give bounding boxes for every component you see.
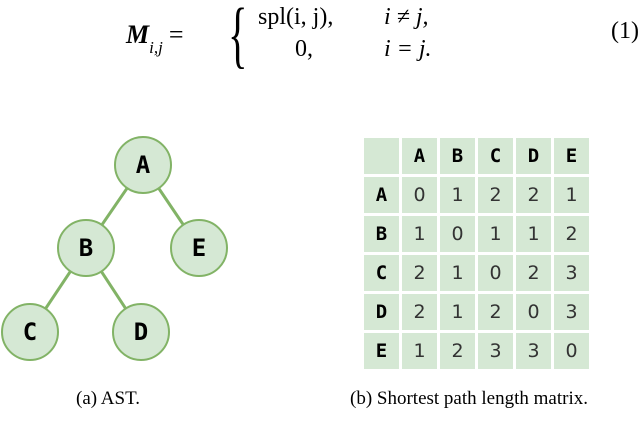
tree-node-circle [1, 303, 59, 361]
caption-a: (a) AST. [76, 388, 141, 409]
tree-node-label: A [136, 151, 151, 179]
equation: Mi,j = { spl(i, j), i ≠ j, 0, i = j. (1) [0, 0, 640, 80]
matrix-row-header: E [364, 333, 399, 369]
matrix-cell: 1 [440, 177, 475, 213]
tree-node-label: D [134, 318, 148, 346]
matrix-col-header: B [440, 138, 475, 174]
matrix-row-header: A [364, 177, 399, 213]
equation-lhs-subscript: i,j [149, 38, 163, 58]
matrix-cell: 0 [440, 216, 475, 252]
matrix-cell: 1 [440, 294, 475, 330]
tree-node-e: E [170, 219, 228, 277]
matrix-col-header: E [554, 138, 589, 174]
matrix-cell: 0 [516, 294, 551, 330]
tree-node-b: B [57, 219, 115, 277]
tree-node-circle [112, 303, 170, 361]
tree-node-circle [114, 136, 172, 194]
tree-node-c: C [1, 303, 59, 361]
matrix-row-header: B [364, 216, 399, 252]
equation-number: (1) [611, 18, 639, 44]
tree-node-d: D [112, 303, 170, 361]
matrix-cell: 0 [402, 177, 437, 213]
matrix-cell: 2 [440, 333, 475, 369]
caption-b: (b) Shortest path length matrix. [350, 388, 588, 409]
tree-node-label: C [23, 318, 37, 346]
equation-case-2-value: 0, [295, 36, 313, 62]
matrix-cell: 1 [402, 333, 437, 369]
matrix-col-header: A [402, 138, 437, 174]
tree-node-circle [170, 219, 228, 277]
matrix-col-header: D [516, 138, 551, 174]
equation-lhs: Mi,j = [126, 20, 184, 58]
ast-tree-figure: A B E C D [0, 128, 260, 378]
matrix-cell: 2 [554, 216, 589, 252]
matrix-cell: 1 [516, 216, 551, 252]
equation-equals: = [168, 20, 184, 49]
matrix-cell: 2 [516, 177, 551, 213]
equation-lhs-symbol: M [126, 20, 150, 49]
equation-brace: { [228, 0, 248, 76]
matrix-cell: 1 [478, 216, 513, 252]
matrix-cell: 3 [478, 333, 513, 369]
matrix-cell: 3 [554, 255, 589, 291]
matrix-cell: 2 [402, 294, 437, 330]
matrix-corner-cell [364, 138, 399, 174]
tree-node-a: A [114, 136, 172, 194]
matrix-cell: 0 [478, 255, 513, 291]
matrix-cell: 0 [554, 333, 589, 369]
matrix-cell: 1 [440, 255, 475, 291]
equation-case-1-value: spl(i, j), [258, 4, 334, 30]
matrix-cell: 1 [554, 177, 589, 213]
matrix-cell: 2 [516, 255, 551, 291]
matrix-cell: 2 [478, 177, 513, 213]
ast-tree-svg: A B E C D [1, 136, 228, 361]
tree-node-label: E [192, 234, 206, 262]
matrix-row-header: C [364, 255, 399, 291]
matrix-cell: 1 [402, 216, 437, 252]
matrix-cell: 3 [516, 333, 551, 369]
matrix-cell: 3 [554, 294, 589, 330]
matrix-row-header: D [364, 294, 399, 330]
matrix-col-header: C [478, 138, 513, 174]
equation-case-1-condition: i ≠ j, [384, 4, 429, 30]
equation-case-2-condition: i = j. [384, 36, 432, 62]
matrix-cell: 2 [478, 294, 513, 330]
tree-node-circle [57, 219, 115, 277]
matrix-cell: 2 [402, 255, 437, 291]
tree-node-label: B [79, 234, 93, 262]
